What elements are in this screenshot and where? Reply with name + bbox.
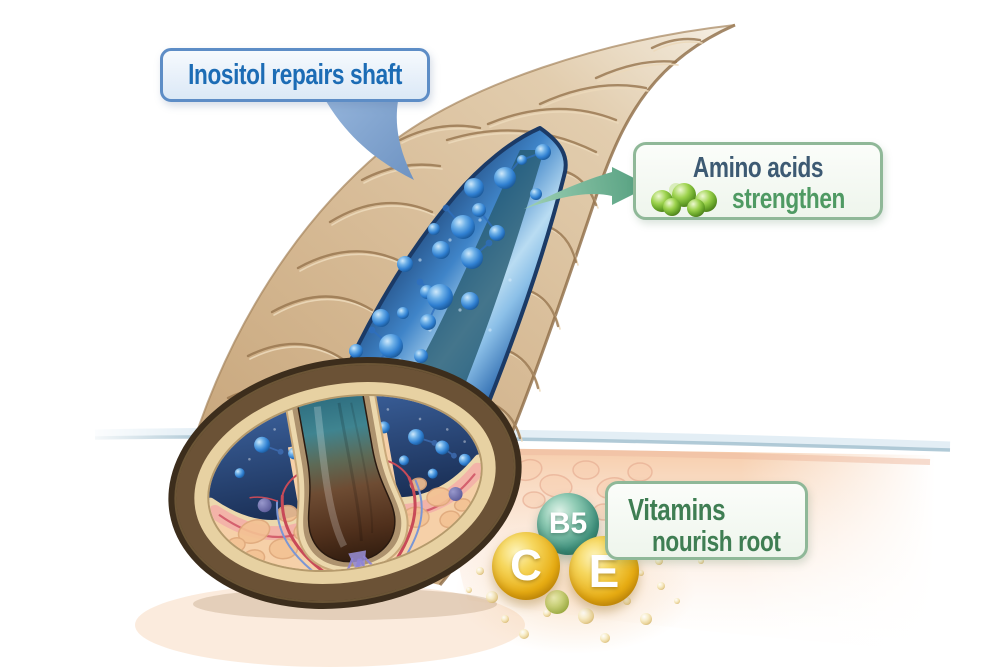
vitamins-callout: Vitamins nourish root (605, 481, 808, 560)
vitamins-action: nourish root (652, 526, 781, 558)
cell-nuclei-dots (257, 486, 463, 513)
vitamin-c-badge: C (492, 532, 560, 600)
hair-bulb (284, 389, 409, 573)
amino-acids-callout: Amino acids strengthen (633, 142, 883, 220)
inositol-callout-label: Inositol repairs shaft (188, 58, 402, 91)
follicle-cross-section (168, 357, 522, 609)
amino-arrow-icon (524, 167, 650, 209)
amino-acids-action: strengthen (732, 182, 845, 215)
olive-bubble (545, 590, 569, 614)
inositol-pointer-tail (326, 101, 414, 180)
vitamin-c-label: C (510, 541, 542, 590)
amino-molecules-icon (651, 183, 717, 217)
amino-acids-title: Amino acids (692, 152, 824, 184)
vitamins-title: Vitamins (628, 492, 726, 527)
inositol-callout: Inositol repairs shaft (160, 48, 430, 102)
vitamin-b5-label: B5 (548, 507, 588, 540)
